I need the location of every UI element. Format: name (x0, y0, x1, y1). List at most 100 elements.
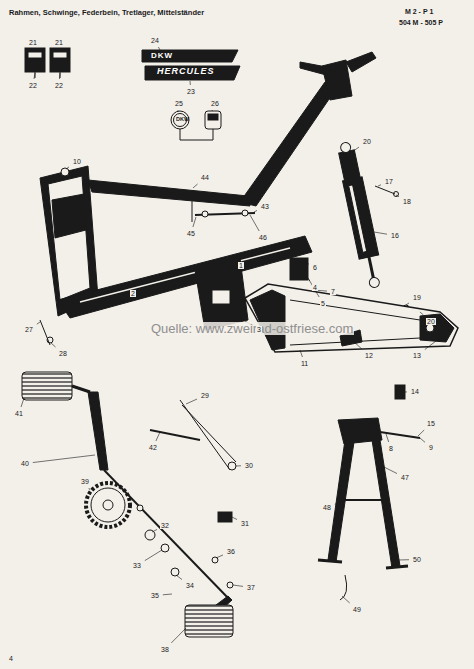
callout-number: 43 (260, 203, 270, 210)
leader-line (190, 81, 191, 85)
leader-line (352, 147, 359, 152)
leader-line (405, 391, 407, 392)
leader-line (335, 500, 345, 504)
callout-number: 44 (200, 174, 210, 181)
callout-number: 12 (364, 352, 374, 359)
leader-line (89, 488, 90, 490)
leader-line (145, 550, 162, 561)
callout-number: 5 (320, 300, 326, 307)
leader-line (396, 195, 399, 197)
callout-number: 50 (412, 556, 422, 563)
callout-number: 21 (54, 39, 64, 46)
leader-line (193, 184, 198, 188)
header-text: M 2 - P 1 (404, 8, 434, 15)
callout-number: 24 (150, 37, 160, 44)
decal-text: HERCULES (156, 67, 216, 76)
callout-number: 15 (426, 420, 436, 427)
leader-line (233, 585, 243, 586)
callout-number: 7 (330, 288, 336, 295)
leader-line (21, 398, 24, 407)
callout-number: 16 (390, 232, 400, 239)
callout-number: 46 (258, 234, 268, 241)
callout-number: 3 (256, 326, 262, 333)
decal-text: DKW (175, 117, 190, 123)
callout-number: 38 (160, 646, 170, 653)
leader-line (163, 594, 172, 596)
callout-number: 30 (244, 462, 254, 469)
leader-line (386, 434, 389, 442)
leader-line (59, 73, 61, 79)
leader-line (34, 73, 35, 79)
leader-line (37, 322, 40, 324)
leader-line (378, 185, 381, 186)
callout-number: 21 (28, 39, 38, 46)
leader-line (374, 232, 387, 234)
callout-number: 9 (428, 444, 434, 451)
leader-line (250, 215, 259, 231)
callout-number: 35 (150, 592, 160, 599)
callout-number: 31 (240, 520, 250, 527)
leader-line (380, 465, 397, 474)
leader-line (193, 217, 196, 227)
leader-line (425, 338, 440, 350)
leader-line (342, 596, 350, 603)
leader-line (178, 110, 179, 111)
leader-line (51, 343, 56, 347)
callout-number: 27 (24, 326, 34, 333)
leader-line (34, 49, 35, 50)
leader-line (152, 529, 157, 532)
leader-line (156, 432, 160, 441)
leader-line (300, 350, 302, 357)
callout-number: 11 (300, 360, 309, 367)
leader-line (59, 49, 60, 50)
leader-line (254, 210, 257, 212)
callout-number: 23 (186, 88, 196, 95)
callout-number: 19 (412, 294, 422, 301)
leader-line (236, 465, 241, 466)
callout-number: 22 (28, 82, 38, 89)
header-text: 504 M - 505 P (398, 19, 444, 26)
header-text: 4 (8, 655, 14, 662)
callout-number: 29 (200, 392, 210, 399)
callout-number: 45 (186, 230, 196, 237)
callout-number: 26 (210, 100, 220, 107)
callout-number: 2 (130, 290, 136, 297)
callout-number: 25 (174, 100, 184, 107)
leader-line (305, 262, 309, 264)
watermark: Quelle: www.zweirad-ostfriese.com (150, 322, 354, 335)
callout-number: 49 (352, 606, 362, 613)
callout-number: 34 (185, 582, 195, 589)
leader-line (352, 340, 362, 349)
callout-number: 28 (58, 350, 68, 357)
leader-line (308, 278, 319, 297)
callout-number: 6 (312, 264, 318, 271)
leader-line (158, 47, 160, 50)
leader-line (171, 628, 186, 643)
callout-number: 33 (132, 562, 142, 569)
leader-line (33, 455, 95, 463)
decal-text: DKW (150, 52, 174, 60)
callout-number: 17 (384, 178, 394, 185)
leader-line (420, 438, 425, 442)
callout-number: 10 (72, 158, 82, 165)
callout-number: 1 (238, 262, 244, 269)
callout-number: 22 (54, 82, 64, 89)
callout-number: 8 (388, 445, 394, 452)
callout-number: 13 (412, 352, 422, 359)
leader-line (212, 110, 213, 111)
callout-number: 37 (246, 584, 256, 591)
callout-number: 32 (160, 522, 170, 529)
leader-line (176, 575, 182, 580)
leader-line (186, 399, 197, 404)
callout-number: 18 (402, 198, 412, 205)
leader-line (232, 517, 237, 520)
leader-line (406, 303, 409, 305)
callout-number: 4 (312, 284, 318, 291)
leader-line (398, 559, 409, 560)
leader-line (230, 268, 235, 270)
leader-line (418, 430, 424, 436)
callout-number: 14 (410, 388, 420, 395)
callout-number: 42 (148, 444, 158, 451)
callout-number: 20 (362, 138, 372, 145)
